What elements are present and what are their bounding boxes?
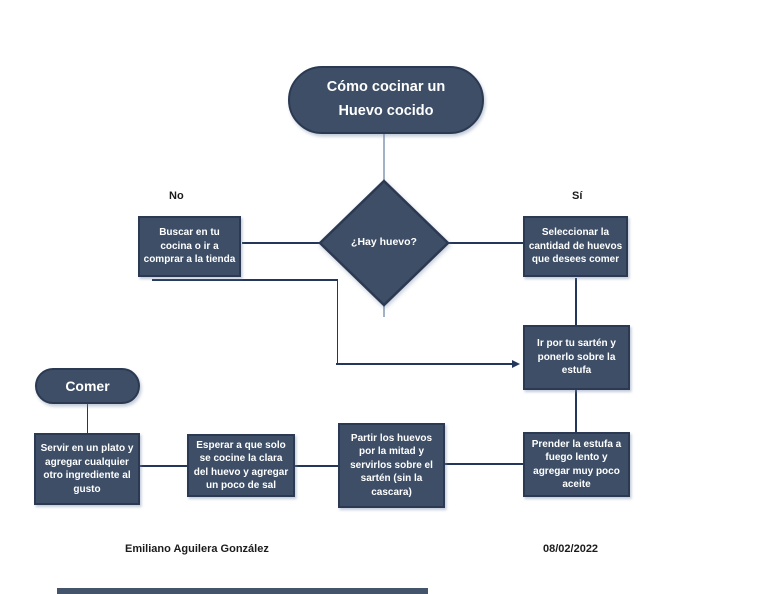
connector-decision-bottom-stub [383, 306, 385, 317]
connector-decision-to-buscar [242, 242, 320, 244]
footer-author: Emiliano Aguilera González [125, 543, 269, 555]
arrowhead-into-sarten [512, 360, 520, 368]
node-esperar: Esperar a que solo se cocine la clara de… [187, 434, 295, 497]
node-comer: Comer [35, 368, 140, 404]
node-decision: ¿Hay huevo? [318, 179, 450, 307]
node-sarten-label: Ir por tu sartén y ponerlo sobre la estu… [537, 338, 616, 377]
node-sarten: Ir por tu sartén y ponerlo sobre la estu… [523, 325, 630, 390]
connector-decision-to-seleccionar [448, 242, 523, 244]
connector-buscar-elbow-top [152, 279, 338, 281]
connector-prender-to-partir [445, 463, 523, 465]
connector-sarten-to-prender [575, 390, 577, 432]
node-partir-label: Partir los huevos por la mitad y servirl… [350, 432, 433, 498]
node-comer-label: Comer [65, 378, 110, 394]
node-prender-label: Prender la estufa a fuego lento y agrega… [531, 438, 622, 491]
connector-buscar-elbow-bottom [336, 363, 512, 365]
branch-label-no: No [169, 190, 184, 202]
node-start-label: Cómo cocinar un Huevo cocido [326, 79, 446, 119]
node-buscar-label: Buscar en tu cocina o ir a comprar a la … [143, 227, 236, 266]
node-partir: Partir los huevos por la mitad y servirl… [338, 423, 445, 508]
node-prender: Prender la estufa a fuego lento y agrega… [523, 432, 630, 497]
node-esperar-label: Esperar a que solo se cocine la clara de… [193, 439, 289, 492]
node-decision-label: ¿Hay huevo? [351, 236, 417, 249]
connector-partir-to-esperar [295, 465, 338, 467]
footer-date: 08/02/2022 [543, 543, 599, 555]
connector-seleccionar-to-sarten [575, 278, 577, 325]
node-seleccionar-label: Seleccionar la cantidad de huevos que de… [528, 227, 623, 266]
node-servir-label: Servir en un plato y agregar cualquier o… [40, 443, 134, 495]
node-seleccionar: Seleccionar la cantidad de huevos que de… [523, 216, 628, 277]
connector-comer-to-servir [86, 404, 88, 433]
node-servir: Servir en un plato y agregar cualquier o… [34, 433, 140, 505]
bottom-page-bar [57, 588, 428, 594]
decision-diamond-icon [318, 179, 450, 307]
connector-esperar-to-servir [140, 465, 187, 467]
node-buscar: Buscar en tu cocina o ir a comprar a la … [138, 216, 241, 277]
connector-buscar-elbow-vertical [336, 279, 338, 364]
node-start: Cómo cocinar un Huevo cocido [288, 66, 484, 134]
branch-label-si: Sí [572, 190, 583, 202]
connector-start-to-decision [383, 134, 385, 180]
